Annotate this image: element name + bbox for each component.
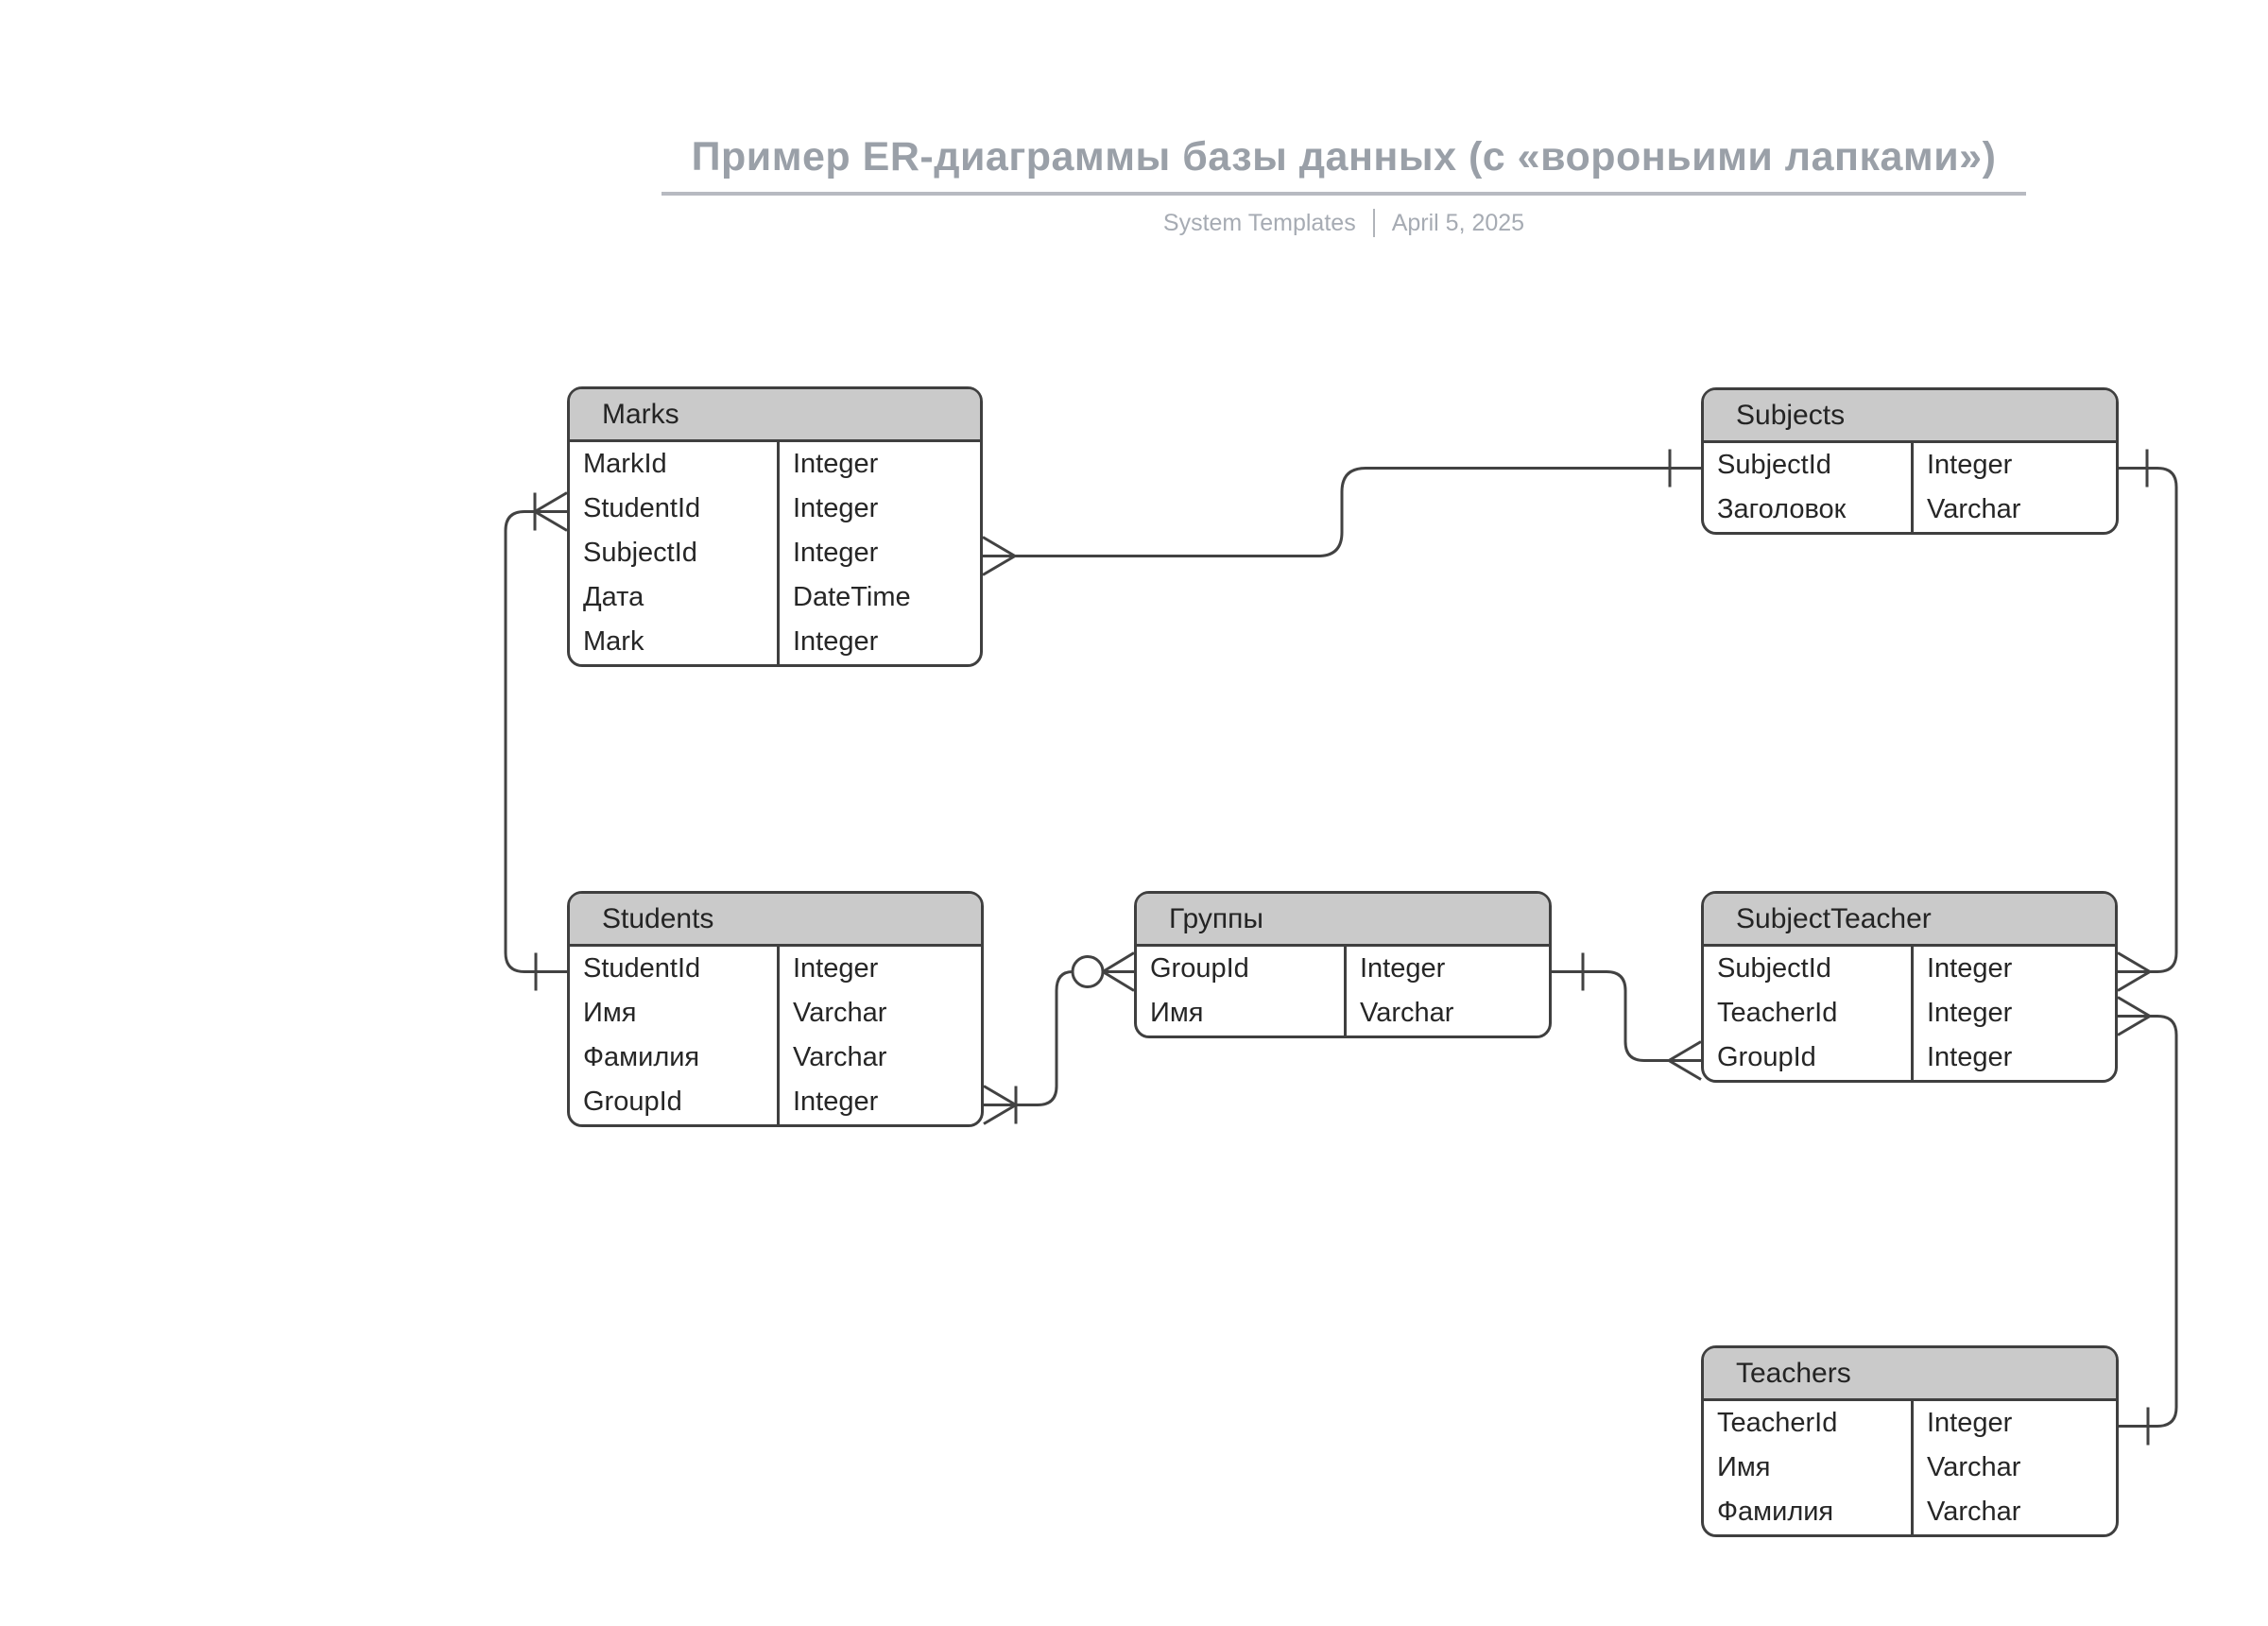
subtitle-divider [1372,209,1375,238]
zero-circle-icon [1071,955,1105,988]
field-type: Integer [777,947,981,991]
field-name: StudentId [583,493,701,523]
field-type: Varchar [1911,488,2116,532]
field-name: Фамилия [583,1042,700,1072]
entity-title: Группы [1137,894,1549,947]
entity-title: Subjects [1704,390,2116,443]
field-type: Integer [777,487,980,531]
field-type: Integer [1911,1036,2115,1080]
crow-foot-icon [2117,951,2151,992]
field-name: SubjectId [1717,953,1831,984]
entity-title: Marks [570,389,980,442]
field-type: Varchar [1911,1490,2116,1534]
entity-table-groups[interactable]: Группы GroupId Integer Имя Varchar [1134,891,1552,1038]
crow-foot-icon [983,1085,1017,1125]
field-type: Integer [777,531,980,575]
field-name: GroupId [583,1087,682,1117]
crow-foot-icon [1668,1040,1702,1081]
field-row: SubjectId Integer [1704,443,2116,488]
field-name: TeacherId [1717,998,1838,1028]
connector-line [504,510,567,973]
field-type: Integer [1911,991,2115,1036]
field-name: GroupId [1150,953,1249,984]
field-row: Mark Integer [570,620,980,664]
field-type: Varchar [1344,991,1549,1036]
field-name: Фамилия [1717,1497,1834,1527]
field-row: GroupId Integer [1137,947,1549,991]
field-name: Имя [583,998,637,1028]
field-name: Дата [583,582,644,612]
connector-marks-subjects [982,449,1701,576]
field-type: DateTime [777,575,980,620]
subtitle-date: April 5, 2025 [1391,209,1525,236]
entity-table-subject-teacher[interactable]: SubjectTeacher SubjectId Integer Teacher… [1701,891,2118,1083]
field-row: StudentId Integer [570,947,981,991]
page-title: Пример ER-диаграммы базы данных (с «воро… [691,134,1997,180]
field-row: Имя Varchar [1137,991,1549,1036]
field-row: GroupId Integer [570,1080,981,1124]
field-name: Имя [1717,1452,1771,1482]
connector-line [2118,467,2178,973]
field-row: MarkId Integer [570,442,980,487]
connector-teachers-subjectteacher [2117,996,2178,1446]
field-row: SubjectId Integer [1704,947,2115,991]
field-name: SubjectId [583,538,697,568]
field-row: TeacherId Integer [1704,991,2115,1036]
entity-table-students[interactable]: Students StudentId Integer Имя Varchar Ф… [567,891,984,1127]
connector-students-marks [504,491,568,991]
entity-table-teachers[interactable]: Teachers TeacherId Integer Имя Varchar Ф… [1701,1345,2119,1537]
field-type: Integer [1911,947,2115,991]
field-type: Integer [1911,443,2116,488]
entity-title: SubjectTeacher [1704,894,2115,947]
field-row: Фамилия Varchar [570,1036,981,1080]
crow-foot-icon [1102,951,1135,992]
connector-line [2118,1015,2178,1428]
field-row: StudentId Integer [570,487,980,531]
field-type: Integer [777,620,980,664]
field-row: Заголовок Varchar [1704,488,2116,532]
connector-subjects-subjectteacher [2117,449,2178,992]
field-name: GroupId [1717,1042,1816,1072]
field-name: Mark [583,626,644,657]
field-row: TeacherId Integer [1704,1401,2116,1446]
field-name: MarkId [583,449,667,479]
field-row: Дата DateTime [570,575,980,620]
entity-title: Students [570,894,981,947]
field-row: SubjectId Integer [570,531,980,575]
connector-groups-subjectteacher [1552,952,1702,1081]
entity-title: Teachers [1704,1348,2116,1401]
page-subtitle: System Templates April 5, 2025 [662,209,2026,238]
field-type: Integer [1344,947,1549,991]
field-row: GroupId Integer [1704,1036,2115,1080]
connector-line [1552,970,1701,1062]
field-type: Integer [1911,1401,2116,1446]
field-row: Имя Varchar [1704,1446,2116,1490]
field-row: Фамилия Varchar [1704,1490,2116,1534]
entity-table-marks[interactable]: Marks MarkId Integer StudentId Integer S… [567,386,983,667]
field-name: TeacherId [1717,1408,1838,1438]
field-type: Integer [777,442,980,487]
connector-line [984,970,1074,1106]
connector-line [983,467,1701,557]
crow-foot-icon [2117,996,2151,1036]
page-header: Пример ER-диаграммы базы данных (с «воро… [662,134,2026,238]
field-type: Varchar [777,991,981,1036]
field-type: Integer [777,1080,981,1124]
field-name: Имя [1150,998,1204,1028]
field-row: Имя Varchar [570,991,981,1036]
entity-table-subjects[interactable]: Subjects SubjectId Integer Заголовок Var… [1701,387,2119,535]
subtitle-source: System Templates [1162,209,1356,236]
crow-foot-icon [534,491,568,532]
field-name: SubjectId [1717,450,1831,480]
title-underline [662,192,2026,197]
field-type: Varchar [777,1036,981,1080]
crow-foot-icon [982,536,1016,576]
connector-students-groups [983,951,1135,1125]
field-name: Заголовок [1717,494,1847,524]
field-name: StudentId [583,953,701,984]
field-type: Varchar [1911,1446,2116,1490]
